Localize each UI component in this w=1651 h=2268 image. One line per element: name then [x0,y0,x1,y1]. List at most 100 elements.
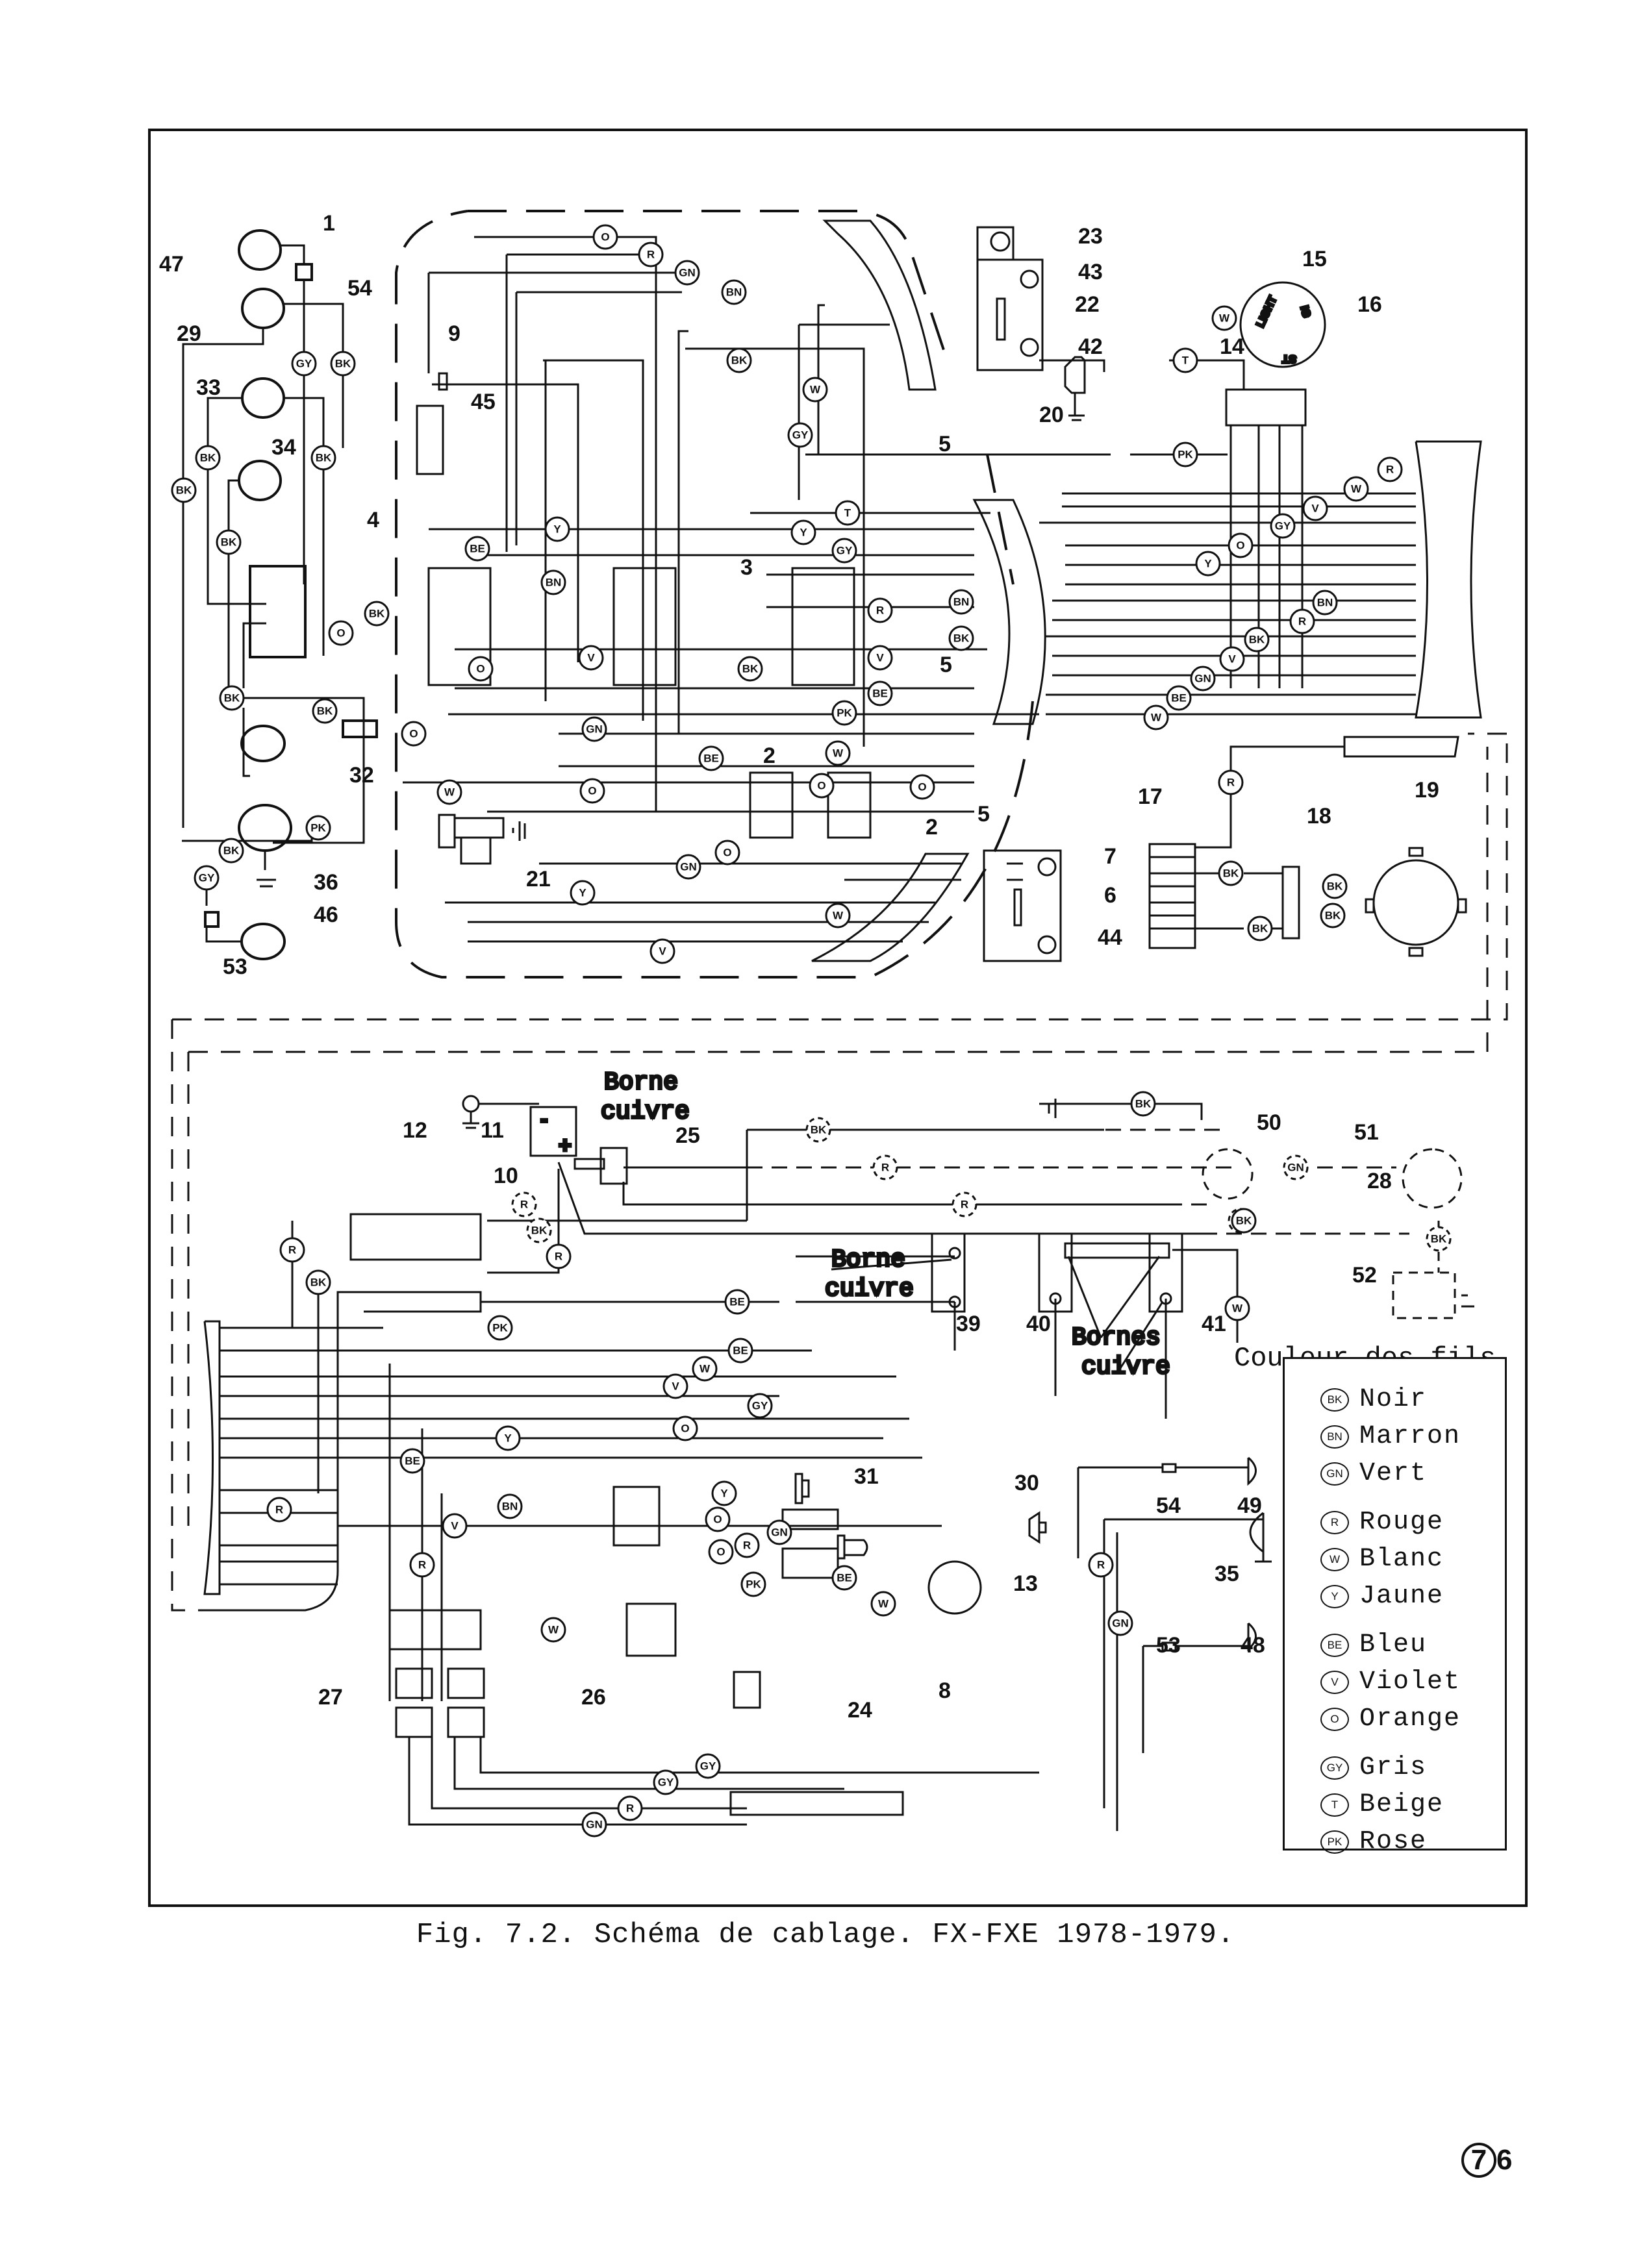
lamp-49 [1247,1456,1257,1486]
component-label-7: 7 [1104,844,1116,869]
figure-caption: Fig. 7.2. Schéma de cablage. FX-FXE 1978… [416,1919,1235,1951]
component-label-48: 48 [1241,1633,1265,1658]
neutral-switch-50 [1202,1148,1254,1200]
wire-tag-bk: BK [737,656,763,682]
component-label-19: 19 [1415,778,1439,803]
gauge-34 [238,460,282,501]
switch-housing-lower [983,849,1062,962]
component-label-53: 53 [1156,1633,1181,1658]
wire-tag-circle [948,625,974,651]
wire-tag-label: GN [1194,673,1211,685]
wire-tag-circle [511,1191,537,1217]
wire-tag-gn: GN [766,1519,792,1545]
component-label-12: 12 [403,1118,427,1143]
wire-tag-label: BE [733,1345,748,1357]
wire-tag-bk: BK [1130,1091,1156,1117]
wire-tag-label: BK [1249,634,1265,646]
wire-tag-bk: BK [305,1269,331,1295]
wire-tag-label: W [444,786,455,799]
wire-tag-gn: GN [581,716,607,742]
component-label-21: 21 [526,867,551,891]
wire-tag-gy: GY [1270,513,1296,539]
wire-tag-r: R [279,1237,305,1263]
wire-tag-o: O [714,840,740,866]
wire-tag-v: V [1302,495,1328,521]
wire-tag-w: W [870,1591,896,1617]
wire-tag-circle [291,351,317,377]
wire-tag-o: O [708,1539,734,1565]
wire-tag-label: R [1227,777,1235,789]
switch-13 [837,1534,868,1560]
wire-tag-circle [544,516,570,542]
ignition-ig-label: IG [1298,305,1313,319]
wire-tag-label: GN [1112,1617,1129,1630]
wire-tag-circle [1195,551,1221,577]
wire-tag-label: BN [1317,597,1333,609]
switch-43-button [1020,269,1039,289]
tail-lamp-35 [1249,1512,1272,1563]
wire-tag-label: W [810,384,821,396]
component-label-24: 24 [848,1698,872,1723]
wire-tag-circle [909,774,935,800]
wires-instruments [182,244,365,943]
wire-tag-gn: GN [674,260,700,286]
component-label-2: 2 [926,815,938,840]
wire-tag-label: BK [953,632,970,645]
wire-tag-gn: GN [1190,666,1216,692]
wire-tag-w: W [802,377,828,403]
wire-tag-label: Y [1204,558,1212,570]
wire-tag-v: V [578,645,604,671]
circuit-breaker-26b [447,1706,485,1738]
switch-23 [976,226,1015,261]
wire-tag-label: V [672,1380,679,1393]
component-label-15: 15 [1302,247,1327,271]
wire-tag-label: O [588,785,596,797]
component-label-1: 1 [323,211,335,236]
wire-tag-circle [617,1795,643,1821]
wire-tag-w: W [1224,1295,1250,1321]
wire-tag-circle [835,500,861,526]
component-label-52: 52 [1352,1263,1377,1288]
wire-tag-be: BE [727,1338,753,1364]
wire-tag-label: O [409,728,418,740]
component-label-26: 26 [581,1685,606,1710]
wire-tag-label: T [1182,355,1189,367]
wire-tag-bk: BK [1322,873,1348,899]
wire-tag-circle [695,1753,721,1779]
wire-tag-label: BE [872,688,888,700]
wire-tag-circle [436,779,462,805]
wire-tag-label: BE [729,1296,745,1308]
wire-tag-label: BN [726,286,742,299]
legend-code: BN [1320,1425,1349,1449]
wire-tag-label: BK [1236,1215,1252,1227]
wire-tag-circle [409,1552,435,1578]
legend-color-name: Rose [1359,1827,1428,1856]
wire-tag-label: O [601,231,609,243]
wire-tag-label: Y [553,523,561,536]
switch-body-upper [976,258,1044,371]
charging-system [1148,736,1467,957]
wire-tag-circle [1211,305,1237,331]
switch-6 [1013,888,1022,927]
regulator-17 [1148,843,1196,949]
wire-tag-label: V [451,1520,459,1532]
wire-tag-y: Y [790,519,816,545]
wire-tag-label: BE [405,1455,420,1467]
component-label-9: 9 [448,321,460,346]
wire-tag-label: BK [1223,867,1239,880]
component-labels: 1223455567891011121314151617181920212223… [159,211,1439,1723]
wire-tag-circle [825,740,851,766]
wire-tag-label: Y [720,1488,728,1500]
wire-tag-be: BE [464,536,490,562]
component-label-51: 51 [1354,1120,1379,1145]
wire-tag-label: BE [703,753,719,765]
wire-tag-bk: BK [805,1117,831,1143]
wire-tag-label: R [555,1251,562,1263]
wire-tag-label: BK [1135,1098,1152,1110]
component-label-3: 3 [740,555,753,580]
component-label-16: 16 [1357,292,1382,317]
harness-break-5a [822,219,937,391]
wire-tag-circle [867,680,893,706]
component-label-47: 47 [159,252,184,277]
wire-tag-label: V [876,652,884,664]
